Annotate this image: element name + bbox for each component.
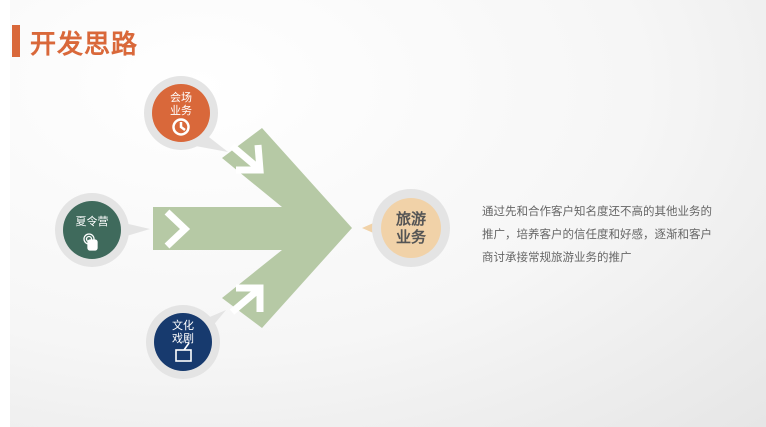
page-title: 开发思路 xyxy=(30,30,139,60)
merge-arrow xyxy=(153,128,352,328)
tv-icon xyxy=(175,342,192,362)
bubble-venue xyxy=(144,76,228,152)
title-accent-bar xyxy=(12,25,20,57)
chevron-up-right-icon xyxy=(229,284,264,315)
chevron-down-right-icon xyxy=(229,143,264,174)
target-label-travel: 旅游业务 xyxy=(395,210,426,246)
source-label-venue: 会场业务 xyxy=(170,91,192,117)
clock-icon xyxy=(172,118,190,136)
source-label-summer-camp: 夏令营 xyxy=(75,215,109,228)
description-text: 通过先和合作客户知名度还不高的其他业务的推广，培养客户的信任度和好感，逐渐和客户… xyxy=(482,204,712,264)
touch-hand-icon xyxy=(83,233,98,251)
source-label-culture-drama: 文化戏剧 xyxy=(172,319,194,345)
bubble-culture-drama xyxy=(146,305,226,379)
bubble-summer-camp xyxy=(55,193,150,267)
chevron-right-icon xyxy=(164,209,191,249)
bubble-travel xyxy=(362,189,450,267)
